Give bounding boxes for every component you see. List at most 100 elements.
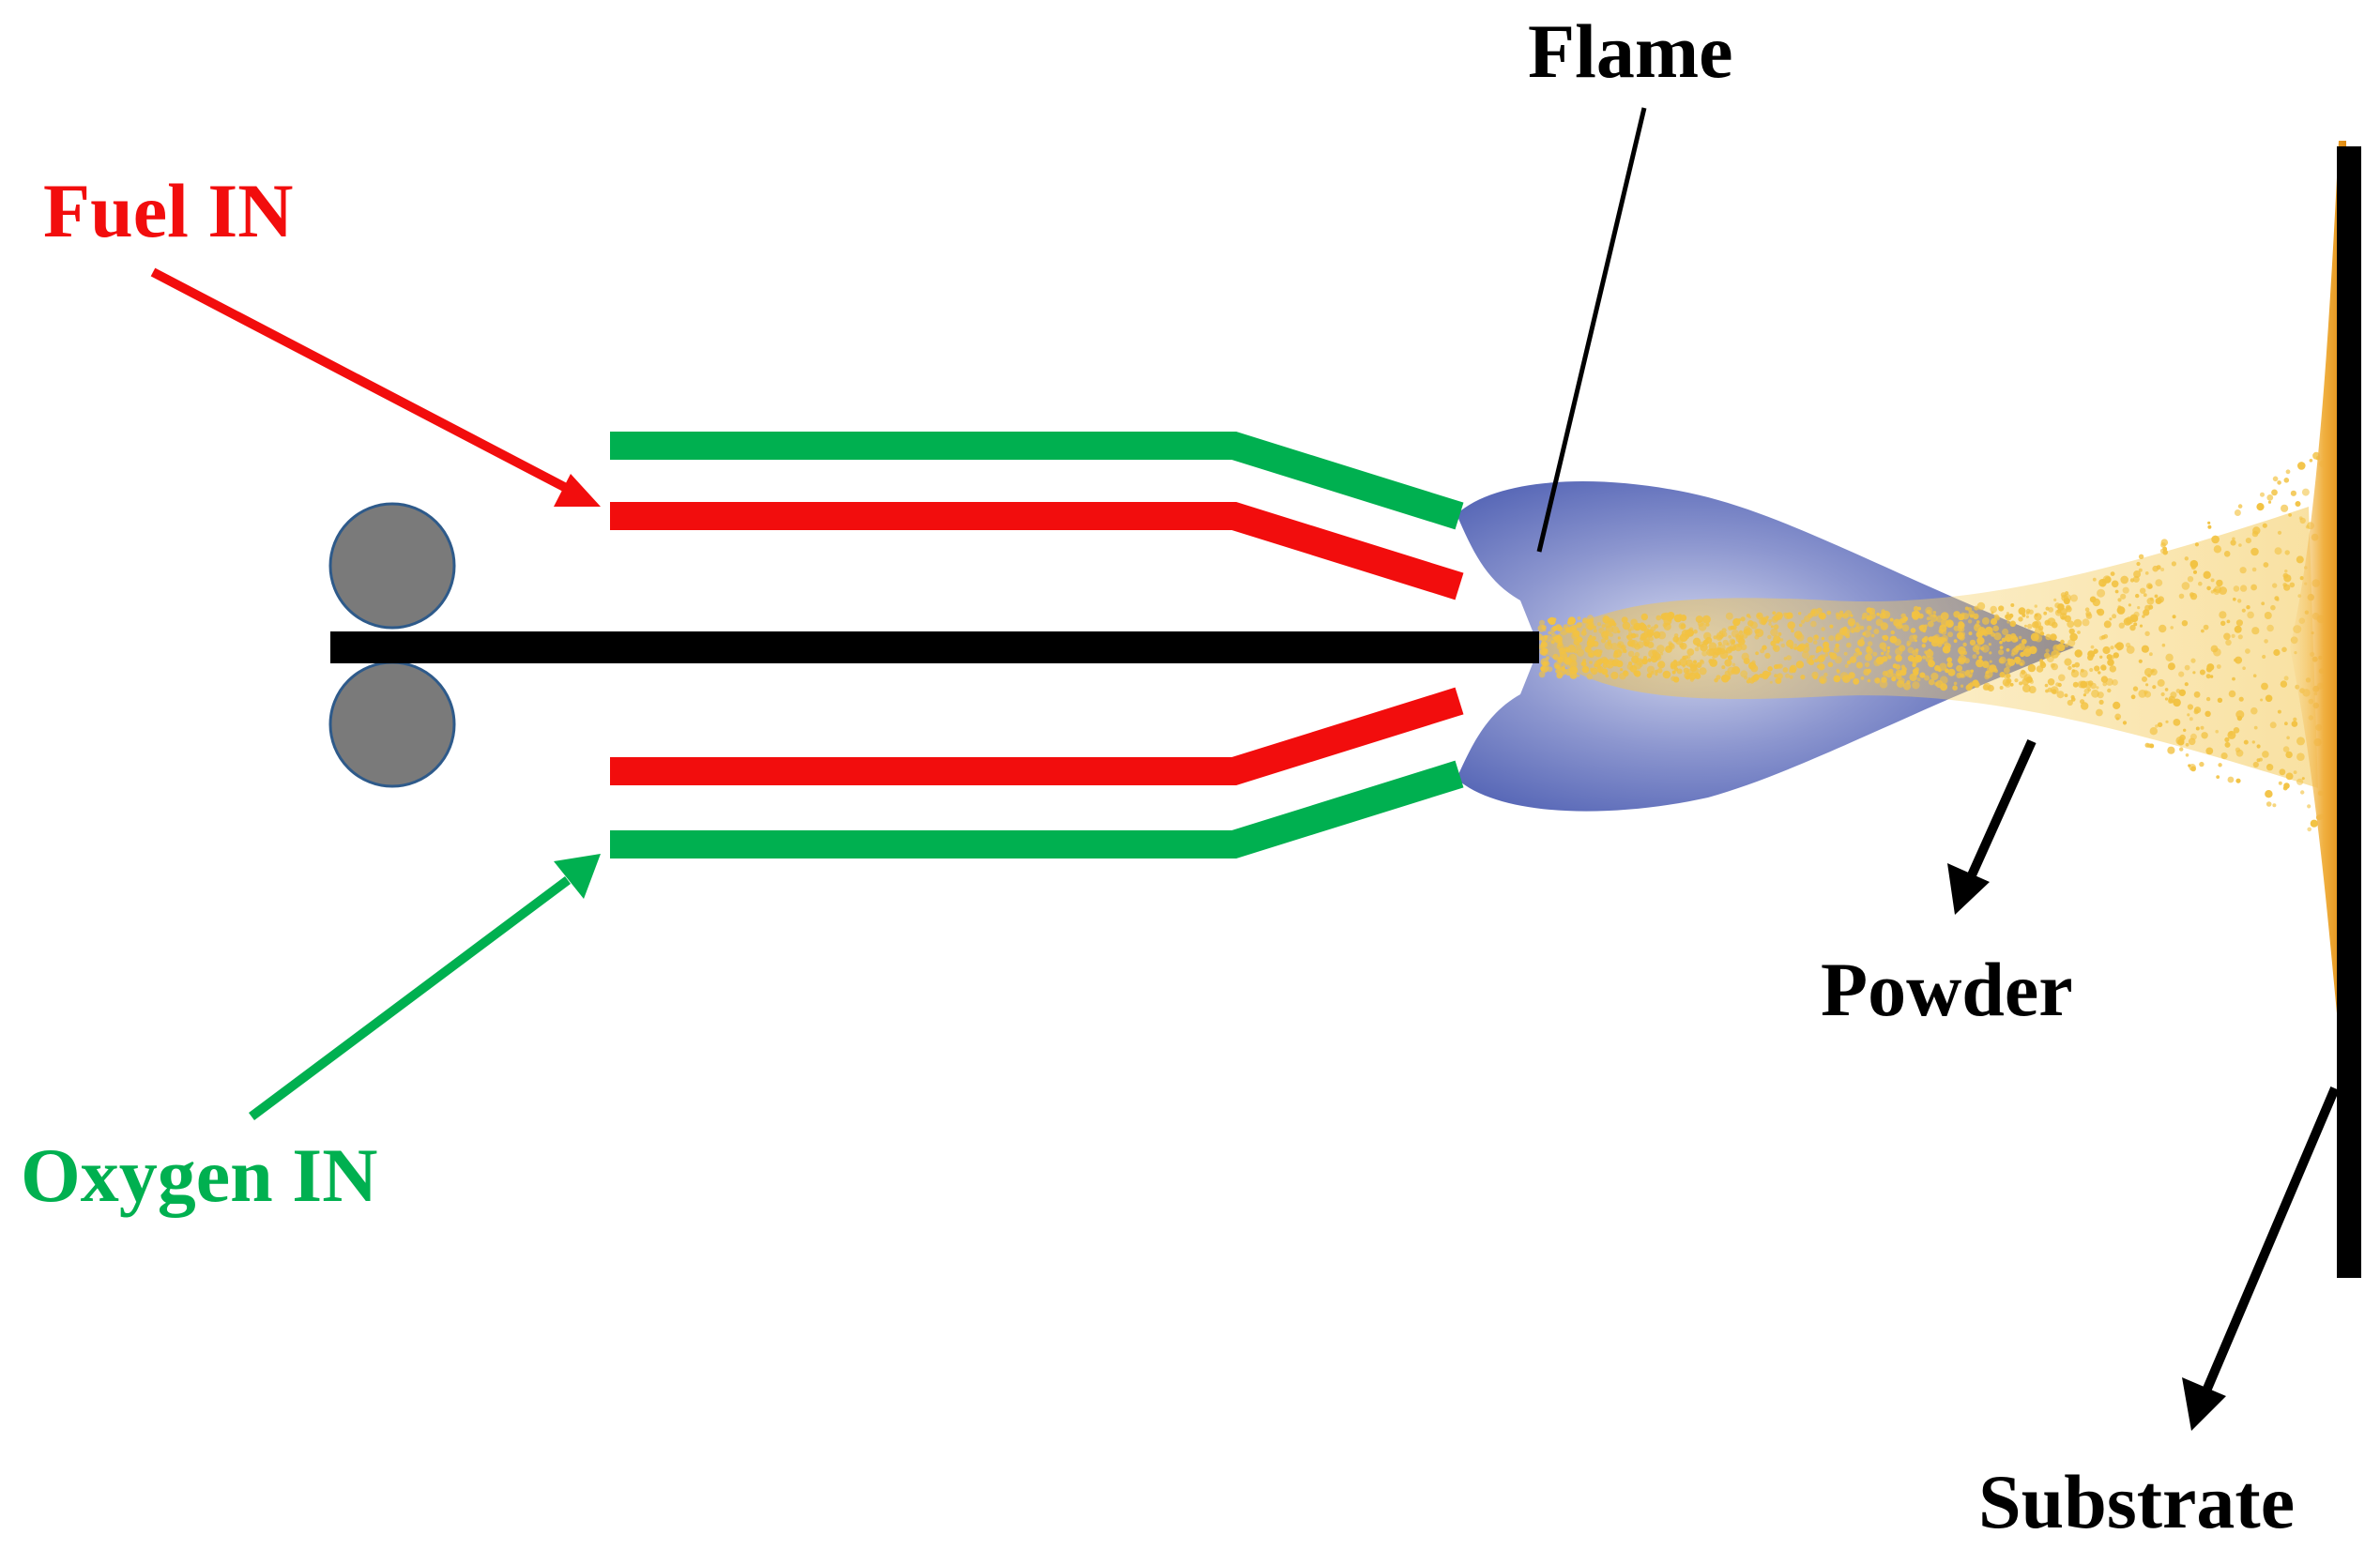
powder-particle: [2214, 585, 2222, 594]
powder-particle: [2266, 624, 2274, 632]
powder-particle: [2188, 737, 2196, 746]
powder-particle: [1932, 611, 1937, 615]
powder-particle: [1721, 628, 1727, 633]
powder-particle: [2097, 588, 2106, 598]
powder-particle: [1911, 611, 1917, 617]
powder-particle: [2301, 777, 2305, 781]
powder-particle: [1960, 684, 1964, 688]
powder-particle: [2067, 699, 2073, 707]
powder-particle: [1947, 631, 1954, 638]
powder-particle: [1702, 639, 1709, 646]
powder-particle: [1791, 629, 1794, 633]
powder-particle: [1900, 664, 1905, 669]
powder-particle: [1589, 652, 1594, 658]
powder-particle: [1819, 663, 1825, 670]
powder-particle: [1701, 641, 1704, 646]
powder-particle: [2160, 539, 2169, 546]
powder-particle: [2263, 562, 2269, 568]
powder-particle: [1912, 681, 1920, 690]
powder-particle: [2284, 570, 2288, 573]
powder-particle: [2187, 576, 2194, 583]
powder-particle: [1540, 643, 1546, 648]
powder-particle: [2253, 725, 2258, 730]
powder-particle: [2084, 607, 2090, 612]
powder-particle: [2146, 743, 2152, 749]
powder-particle: [2014, 637, 2019, 642]
powder-particle: [2094, 665, 2100, 672]
powder-particle: [1731, 630, 1740, 638]
powder-particle: [1623, 648, 1626, 652]
powder-particle: [1584, 646, 1592, 653]
powder-particle: [1974, 644, 1981, 650]
powder-particle: [2114, 589, 2119, 594]
powder-particle: [2225, 639, 2232, 646]
powder-particle: [2021, 669, 2026, 675]
powder-particle: [1921, 644, 1926, 648]
powder-particle: [2160, 691, 2165, 697]
powder-particle: [2296, 752, 2305, 761]
powder-particle: [2220, 620, 2226, 626]
powder-particle: [1740, 644, 1747, 651]
powder-particle: [1620, 668, 1624, 672]
powder-particle: [1776, 663, 1781, 669]
powder-particle: [1602, 658, 1610, 665]
powder-particle: [2185, 753, 2189, 757]
powder-particle: [2201, 629, 2205, 633]
powder-particle: [2099, 655, 2103, 659]
powder-particle: [2070, 697, 2076, 702]
powder-particle: [1879, 642, 1887, 650]
powder-particle: [2310, 819, 2318, 828]
powder-particle: [1699, 667, 1707, 676]
powder-particle: [1861, 616, 1866, 620]
powder-particle: [2205, 696, 2211, 702]
powder-particle: [2008, 613, 2014, 618]
powder-particle: [1573, 630, 1580, 638]
powder-particle: [2261, 601, 2266, 606]
powder-particle: [2149, 652, 2153, 657]
powder-particle: [2118, 622, 2125, 629]
powder-particle: [1631, 655, 1640, 663]
powder-particle: [2187, 713, 2190, 717]
powder-particle: [2077, 631, 2081, 634]
powder-particle: [1872, 651, 1878, 657]
powder-particle: [1654, 635, 1657, 639]
powder-particle: [1609, 632, 1613, 637]
powder-particle: [1728, 635, 1732, 639]
powder-particle: [2184, 556, 2189, 561]
powder-particle: [2172, 615, 2176, 619]
powder-particle: [1786, 639, 1794, 648]
powder-particle: [1719, 634, 1724, 639]
powder-particle: [2199, 761, 2205, 767]
powder-particle: [1775, 677, 1782, 684]
powder-particle: [1618, 643, 1622, 646]
powder-particle: [1834, 656, 1842, 664]
powder-particle: [1919, 624, 1928, 632]
powder-particle: [1978, 655, 1983, 661]
powder-particle: [2027, 663, 2037, 673]
powder-particle: [1879, 612, 1886, 619]
powder-particle: [1999, 640, 2003, 645]
powder-particle: [2178, 689, 2186, 696]
powder-particle: [1770, 640, 1777, 646]
powder-particle: [2089, 596, 2097, 603]
powder-particle: [2210, 590, 2215, 594]
powder-particle: [1642, 656, 1648, 661]
powder-particle: [2102, 646, 2111, 655]
fuel-in-label: Fuel IN: [43, 168, 294, 253]
powder-particle: [1772, 611, 1777, 615]
powder-particle: [2050, 662, 2055, 668]
powder-particle: [1774, 674, 1778, 678]
powder-particle: [1759, 616, 1767, 626]
powder-particle: [1628, 661, 1633, 666]
powder-particle: [2252, 761, 2259, 768]
powder-particle: [2179, 747, 2184, 752]
powder-particle: [2003, 674, 2009, 679]
powder-particle: [1598, 669, 1603, 674]
powder-particle: [2045, 633, 2052, 641]
powder-particle: [1623, 670, 1628, 676]
powder-particles: [1535, 451, 2329, 832]
powder-particle: [2293, 717, 2297, 722]
powder-particle: [1686, 669, 1694, 676]
powder-particle: [2164, 697, 2169, 701]
powder-particle: [1855, 622, 1859, 626]
